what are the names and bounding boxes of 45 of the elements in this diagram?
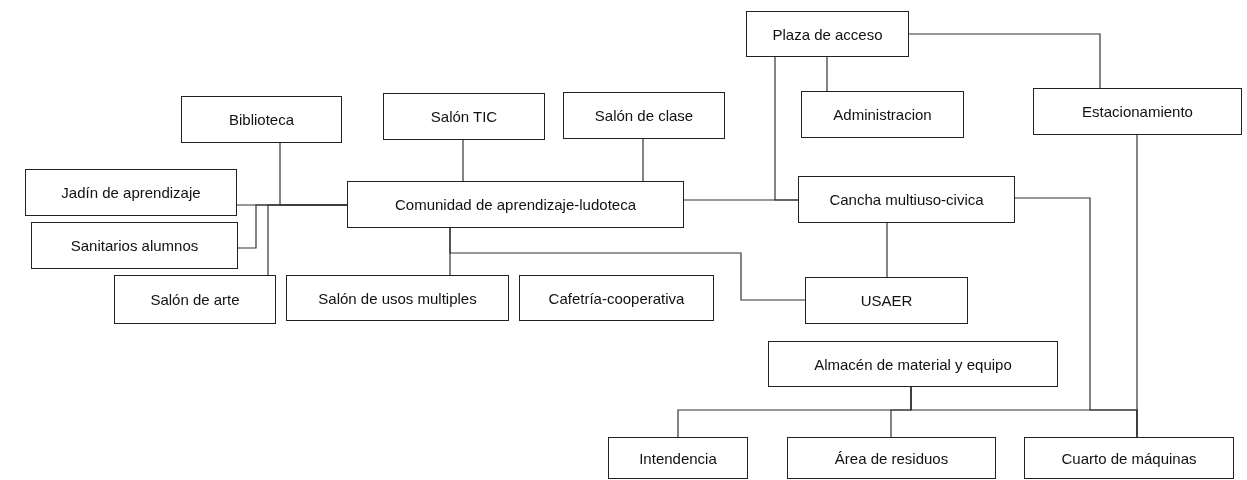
room-label: Biblioteca <box>228 111 294 128</box>
room-label: Salón de usos multiples <box>318 289 477 307</box>
room-box <box>563 92 725 139</box>
room-label: Sanitarios alumnos <box>70 237 199 254</box>
room-label: Comunidad de aprendizaje-ludoteca <box>395 196 636 213</box>
room-label: Jadín de aprendizaje <box>61 184 201 201</box>
room-label: Salón de arte <box>150 291 240 308</box>
room-box <box>787 437 996 479</box>
connector-line <box>462 139 464 182</box>
room-label: USAER <box>860 292 913 309</box>
room-box <box>805 277 968 324</box>
connector-line <box>642 138 644 182</box>
connector-line <box>267 204 348 276</box>
room-box <box>1033 88 1242 135</box>
room-box <box>31 222 238 269</box>
room-box <box>608 437 748 479</box>
room-box <box>801 91 964 138</box>
room-label: Área de residuos <box>834 449 949 467</box>
room-label: Cancha multiuso-civica <box>829 191 984 208</box>
room-box <box>383 93 545 140</box>
connector-line <box>910 386 1138 438</box>
room-label: Salón TIC <box>430 108 498 125</box>
room-label: Salón de clase <box>594 107 694 124</box>
room-box <box>798 176 1015 223</box>
room-label: Intendencia <box>639 449 717 467</box>
room-box <box>286 275 509 321</box>
connector-line <box>774 56 799 201</box>
room-box <box>25 169 237 216</box>
room-box <box>768 341 1058 387</box>
room-label: Administracion <box>833 106 932 123</box>
room-box <box>746 11 909 57</box>
connector-line <box>826 56 828 92</box>
room-box <box>347 181 684 228</box>
room-label: Plaza de acceso <box>772 25 883 43</box>
connector-line <box>886 222 888 278</box>
connector-line <box>908 33 1101 89</box>
room-box <box>519 275 714 321</box>
room-label: Estacionamiento <box>1082 103 1193 120</box>
connector-line <box>449 227 806 301</box>
room-label: Cafetría-cooperativa <box>548 289 685 307</box>
room-box <box>181 96 342 143</box>
room-label: Almacén de material y equipo <box>814 355 1012 373</box>
room-box <box>114 275 276 324</box>
room-box <box>1024 437 1234 479</box>
room-label: Cuarto de máquinas <box>1061 449 1197 467</box>
